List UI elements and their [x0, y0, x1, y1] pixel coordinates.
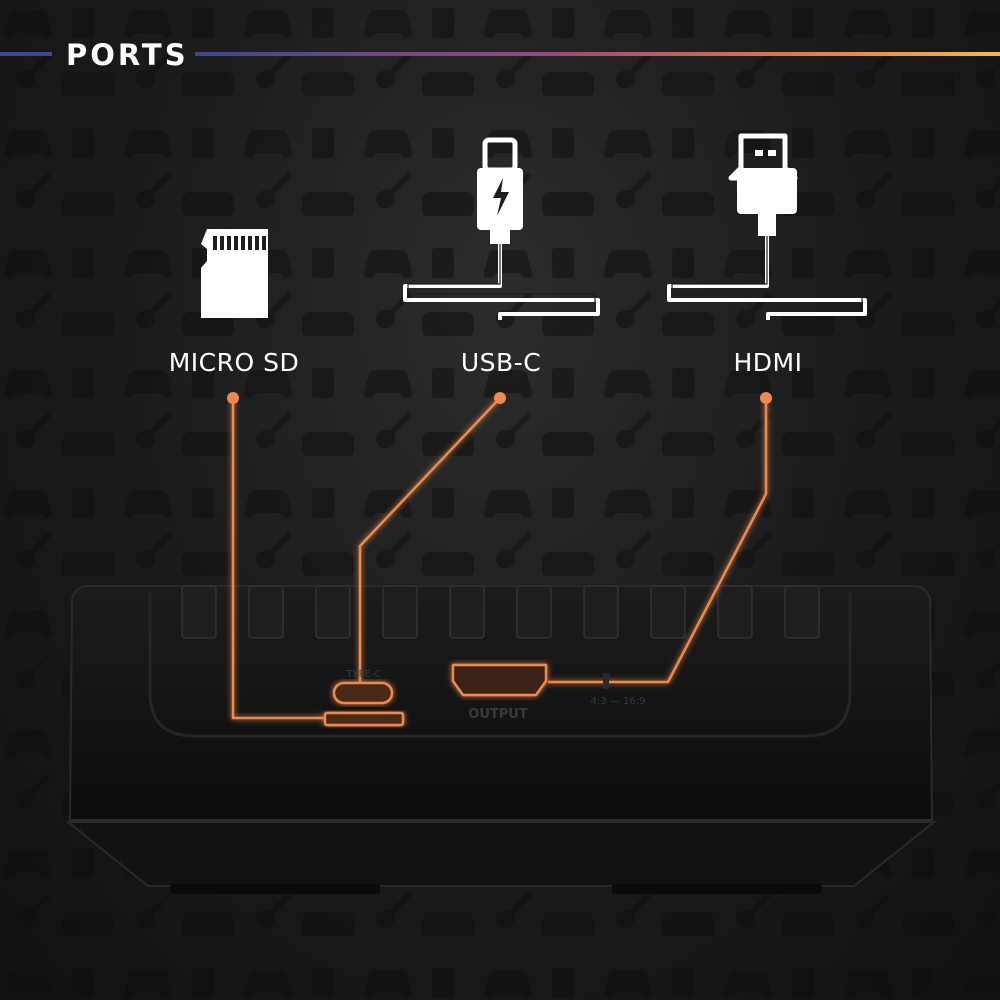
micro-sd-card-icon	[201, 229, 268, 318]
hdmi-cable-icon	[667, 133, 867, 320]
hdmi-port-text: OUTPUT	[468, 707, 528, 722]
hdmi-port	[451, 663, 548, 697]
usb-c-label: USB-C	[460, 348, 542, 377]
usb-c-port	[332, 681, 394, 705]
hdmi-label: HDMI	[733, 348, 803, 377]
header-rule	[0, 52, 1000, 56]
micro-sd-label: MICRO SD	[168, 348, 300, 377]
page-title: PORTS	[66, 38, 189, 72]
aspect-switch-text: 4:3 — 16:9	[591, 696, 646, 707]
console-device	[65, 585, 937, 894]
usb-port-text: TYPE-C	[345, 669, 381, 680]
micro-sd-slot	[323, 711, 405, 727]
usb-c-cable-icon	[403, 137, 600, 320]
aspect-switch	[603, 673, 609, 689]
connector-dots	[227, 392, 772, 404]
top-vents	[181, 585, 820, 639]
